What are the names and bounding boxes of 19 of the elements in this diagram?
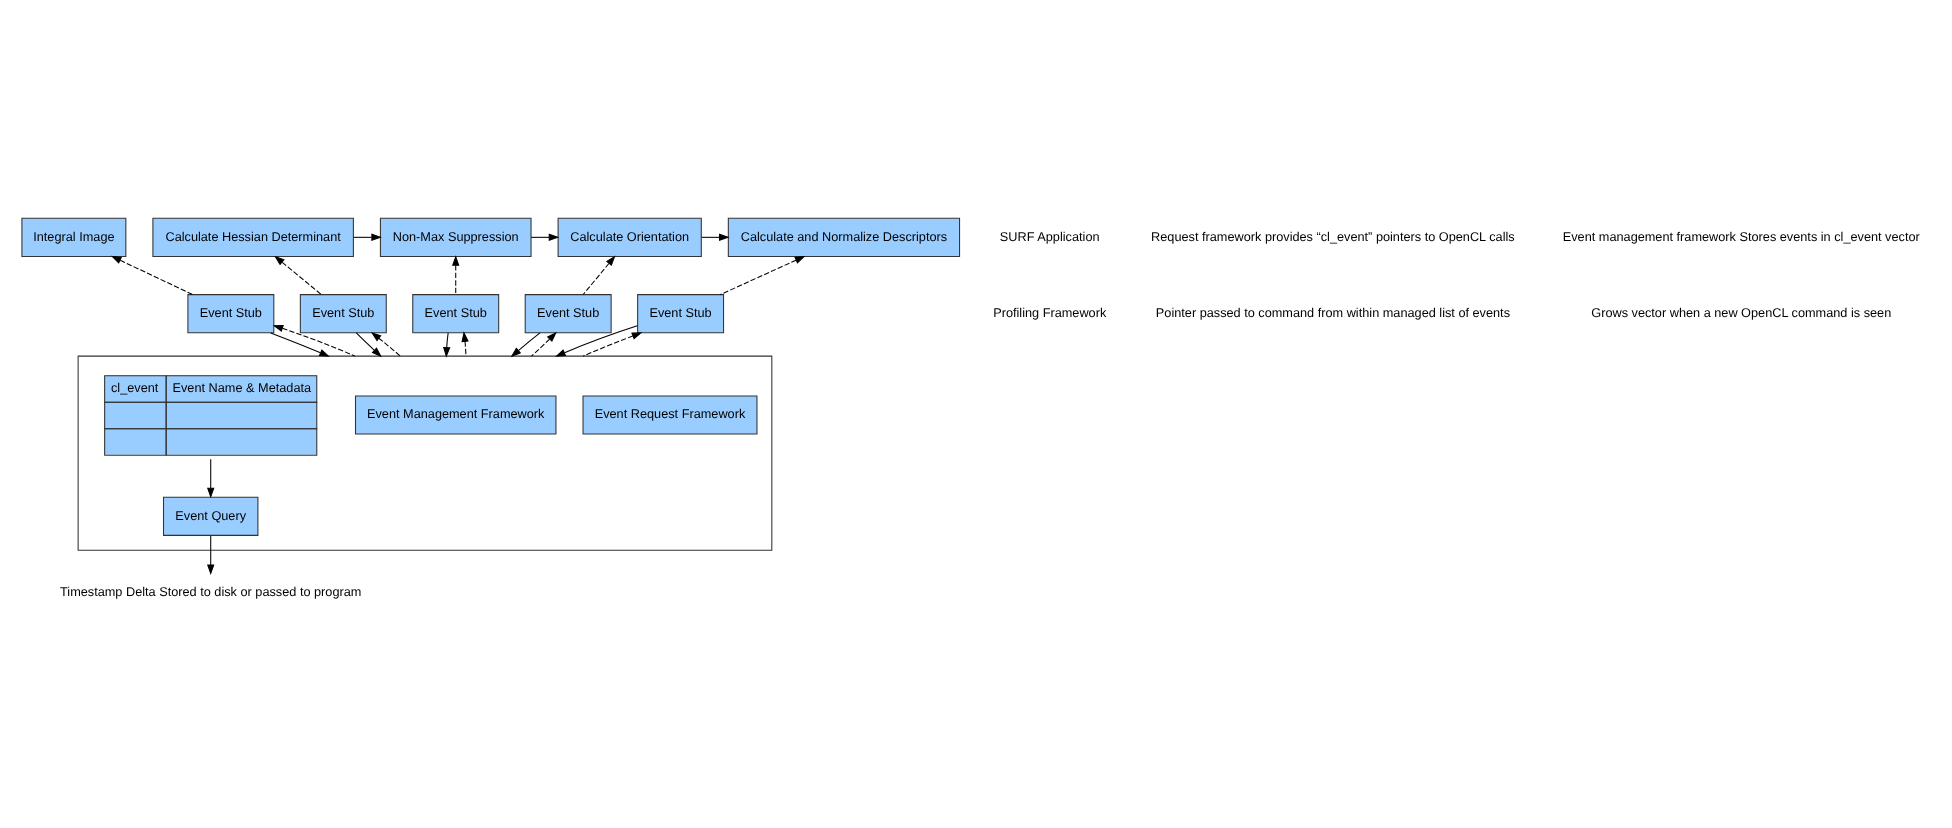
arrow (443, 331, 451, 357)
arrow (510, 331, 541, 357)
arrow (274, 254, 322, 295)
arrow (272, 323, 356, 356)
arrow (452, 254, 460, 295)
arrow (110, 254, 194, 295)
arrow (530, 232, 560, 241)
cluster (77, 354, 773, 550)
arrow (370, 330, 401, 356)
arrow (461, 330, 469, 356)
arrow (355, 331, 382, 357)
arrow (207, 534, 215, 575)
arrow (582, 254, 616, 295)
arrow (270, 331, 330, 356)
arrow (582, 331, 643, 356)
arrow (530, 330, 557, 356)
arrow (719, 254, 806, 295)
arrow (555, 324, 638, 356)
arrow (207, 457, 215, 498)
